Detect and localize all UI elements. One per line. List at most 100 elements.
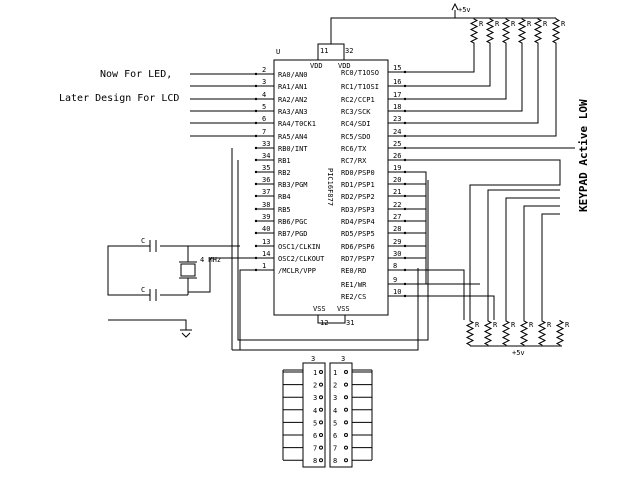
- right-pin-name: RC4/SDI: [341, 120, 371, 128]
- dip-right-number: 6: [333, 432, 337, 440]
- crystal-label: 4 MHz: [200, 256, 221, 264]
- pin-dot: [254, 170, 258, 174]
- right-pin-name: RC1/T1OSI: [341, 83, 379, 91]
- chip-vdd-2: VDD: [338, 62, 351, 70]
- right-pin-number: 25: [393, 140, 401, 148]
- dip-side-rails: [282, 369, 373, 460]
- pin-dot: [254, 244, 258, 248]
- right-pin-number: 30: [393, 250, 401, 258]
- dip-right-number: 7: [333, 445, 337, 453]
- left-pin-number: 33: [262, 140, 270, 148]
- left-pin-name: RB2: [278, 169, 291, 177]
- left-pin-name: RA5/AN4: [278, 133, 308, 141]
- resistor-label: R: [511, 321, 516, 329]
- dip-contact: [344, 420, 348, 425]
- left-pin-number: 4: [262, 91, 266, 99]
- right-pin-number: 28: [393, 225, 401, 233]
- portb-bus: [231, 148, 429, 351]
- left-pin-name: RB4: [278, 193, 291, 201]
- oscillator-circuit: C C 4 MHz: [107, 237, 256, 338]
- chip-vss-2: VSS: [337, 305, 350, 313]
- left-pin-name: /MCLR/VPP: [278, 267, 316, 275]
- dip-switch-left[interactable]: [302, 362, 326, 468]
- left-pin-number: 14: [262, 250, 270, 258]
- dip-right-number: 1: [333, 369, 337, 377]
- dip-contact: [344, 370, 348, 374]
- right-pin-name: RD7/PSP7: [341, 255, 375, 263]
- keypad-lines: [405, 147, 575, 320]
- right-pin-number: 10: [393, 288, 401, 296]
- left-pin-number: 1: [262, 262, 266, 270]
- left-pin-number: 37: [262, 188, 270, 196]
- dip-left-number: 8: [313, 457, 317, 465]
- ground-icon: [180, 329, 192, 338]
- dip-left-number: 3: [313, 394, 317, 402]
- left-pin-number: 34: [262, 152, 270, 160]
- dip-contact: [344, 433, 348, 437]
- right-pin-name: RE1/WR: [341, 281, 367, 289]
- resistor: [551, 18, 561, 44]
- top-vcc-arrow: [451, 2, 459, 11]
- right-pin-name: RC2/CCP1: [341, 96, 375, 104]
- right-pin-name: RD3/PSP3: [341, 206, 375, 214]
- resistor: [465, 320, 475, 346]
- left-pin-name: RA0/AN0: [278, 71, 308, 79]
- right-pin-number: 18: [393, 103, 401, 111]
- porte-lines: [405, 269, 495, 320]
- left-pin-name: RA4/T0CK1: [278, 120, 316, 128]
- resistor-label: R: [511, 20, 516, 28]
- right-pin-name: RD4/PSP4: [341, 218, 375, 226]
- left-pin-group: 2RA0/AN03RA1/AN14RA2/AN25RA3/AN36RA4/T0C…: [254, 66, 325, 275]
- resistor: [517, 18, 527, 44]
- dip-right-number: 4: [333, 407, 337, 415]
- right-pin-number: 23: [393, 115, 401, 123]
- left-pin-name: RA2/AN2: [278, 96, 308, 104]
- dip-left-number: 7: [313, 445, 317, 453]
- resistor-label: R: [543, 20, 548, 28]
- dip-contact: [319, 420, 323, 425]
- resistor-label: R: [547, 321, 552, 329]
- pin-dot: [254, 231, 258, 235]
- right-pin-name: RE2/CS: [341, 293, 366, 301]
- right-pin-number: 19: [393, 164, 401, 172]
- chip-pin11: 11: [320, 47, 328, 55]
- left-pin-name: RB7/PGD: [278, 230, 308, 238]
- dip-right-number: 5: [333, 419, 337, 427]
- resistor: [555, 320, 565, 346]
- dip-contact: [344, 382, 348, 387]
- left-pin-name: OSC1/CLKIN: [278, 243, 320, 251]
- resistor-label: R: [529, 321, 534, 329]
- left-pin-number: 39: [262, 213, 270, 221]
- right-pin-name: RD6/PSP6: [341, 243, 375, 251]
- right-pin-number: 20: [393, 176, 401, 184]
- dip-switch-right[interactable]: [329, 362, 353, 468]
- right-pin-number: 29: [393, 238, 401, 246]
- dip-contact: [319, 433, 323, 437]
- left-pin-number: 6: [262, 115, 266, 123]
- left-pin-number: 35: [262, 164, 270, 172]
- left-pin-name: RA3/AN3: [278, 108, 308, 116]
- resistor-label: R: [479, 20, 484, 28]
- dip-contact: [319, 407, 323, 412]
- resistor-label: R: [493, 321, 498, 329]
- left-pin-number: 3: [262, 78, 266, 86]
- right-pin-group: 15RC0/T1OSO16RC1/T1OSI17RC2/CCP118RC3/SC…: [341, 64, 407, 301]
- right-pin-number: 26: [393, 152, 401, 160]
- pin-dot: [254, 146, 258, 150]
- dip-right-number: 2: [333, 382, 337, 390]
- resistor: [483, 320, 493, 346]
- right-pin-number: 21: [393, 188, 401, 196]
- right-pin-name: RC5/SDO: [341, 133, 371, 141]
- resistor: [533, 18, 543, 44]
- dip-contact: [344, 407, 348, 412]
- resistor: [485, 18, 495, 44]
- dip-right-number: 3: [333, 394, 337, 402]
- note-keypad: KEYPAD Active LOW: [577, 99, 590, 212]
- right-pin-name: RD1/PSP1: [341, 181, 375, 189]
- resistor: [469, 18, 479, 44]
- bottom-vcc-label: +5v: [512, 349, 525, 357]
- vss-stub: [317, 315, 346, 324]
